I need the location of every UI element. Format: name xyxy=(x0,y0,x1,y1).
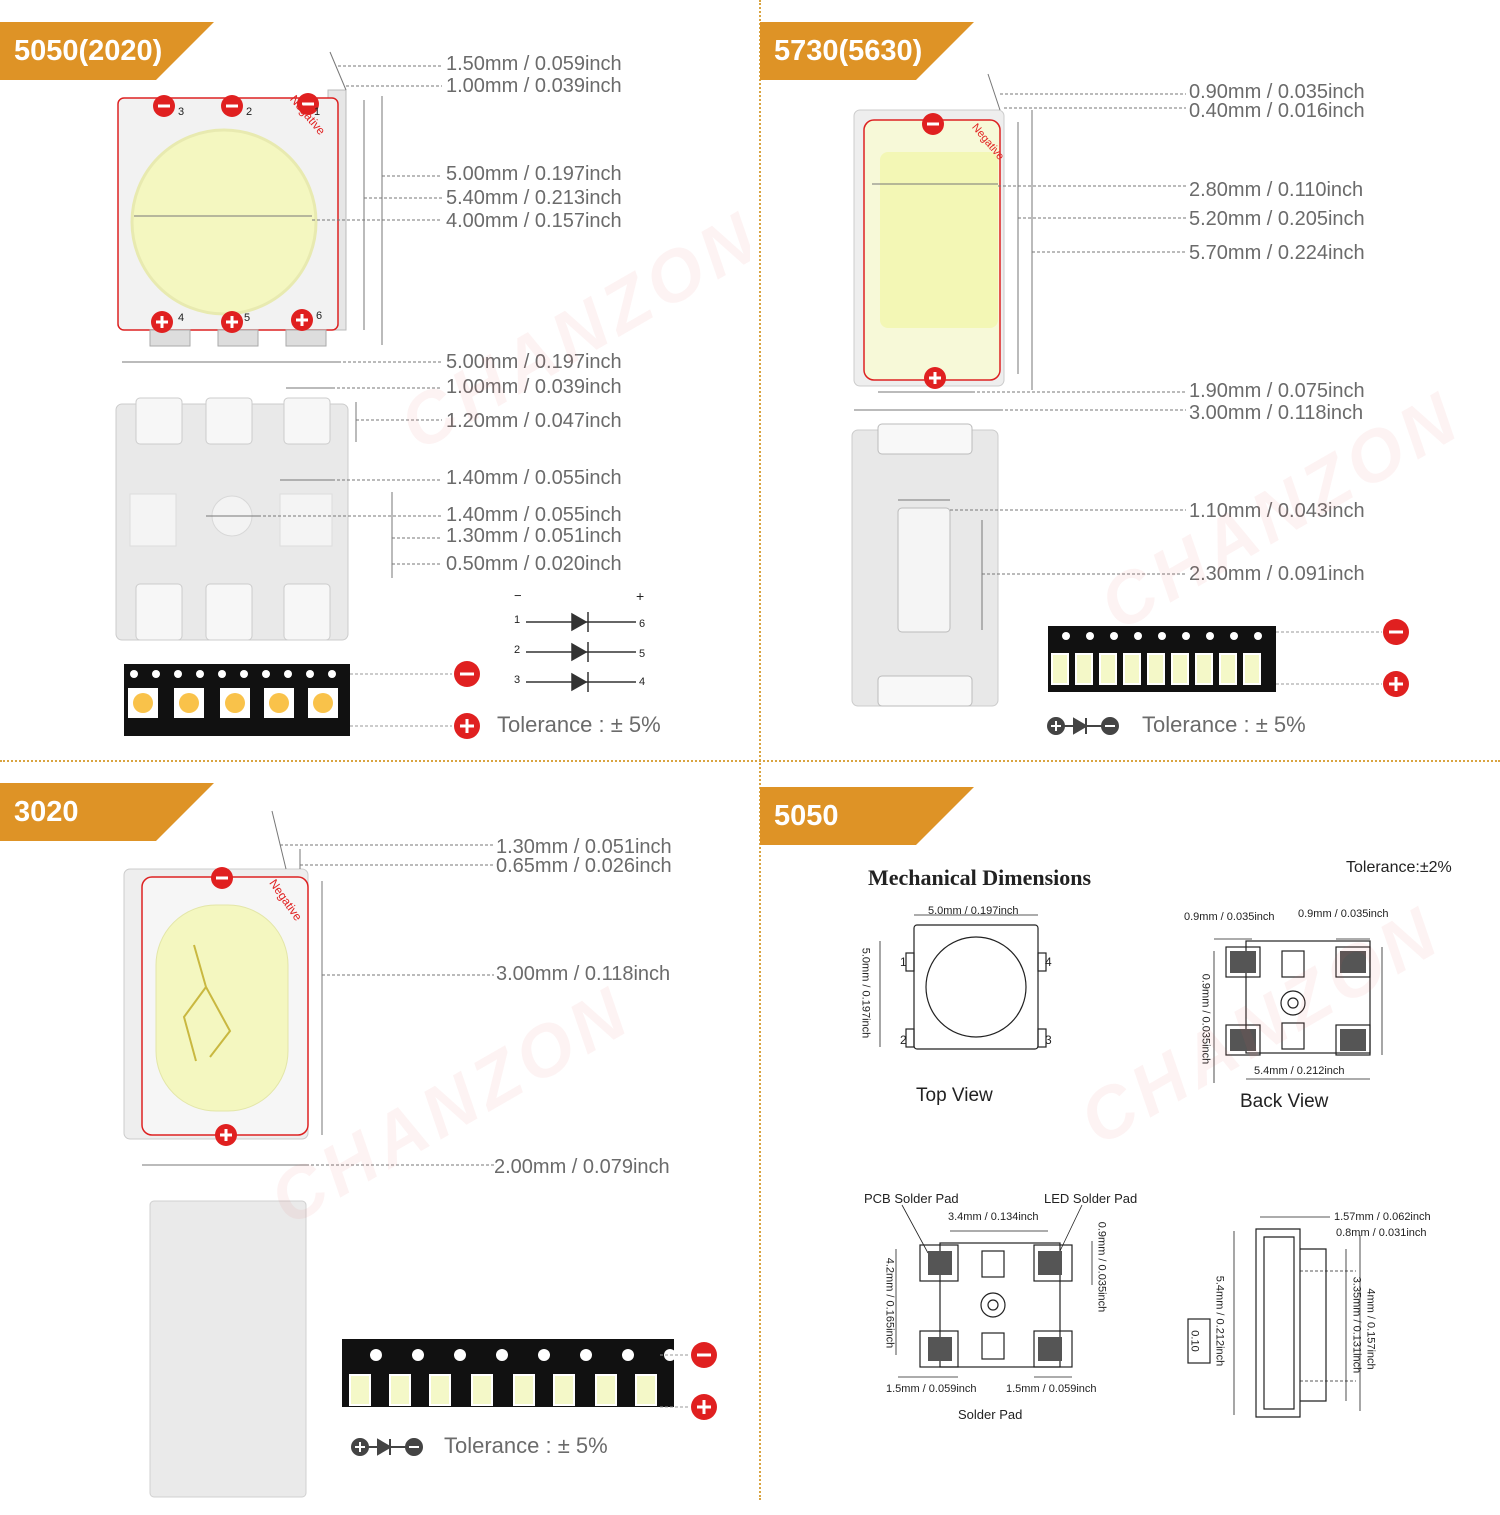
tolerance-label: Tolerance : ± 5% xyxy=(1142,712,1306,737)
panel-3020: 3020 Negative 1.30mm / 0.051 xyxy=(0,765,750,1515)
side-d4: 4mm / 0.157inch xyxy=(1364,1288,1377,1370)
pin-number: 2 xyxy=(246,106,253,118)
schematic-pin: 5 xyxy=(639,648,646,660)
pin-number: 6 xyxy=(316,310,323,322)
led-5730-drawing xyxy=(851,73,1409,735)
schematic-minus: − xyxy=(514,588,522,603)
tolerance-label: Tolerance:±2% xyxy=(1346,859,1452,876)
dimension-label: 0.50mm / 0.020inch xyxy=(446,553,622,575)
dimension-label: 3.00mm / 0.118inch xyxy=(1189,402,1364,424)
top-view-width: 5.0mm / 0.197inch xyxy=(928,905,1019,917)
pin-number: 2 xyxy=(900,1033,907,1047)
dimension-label: 5.00mm / 0.197inch xyxy=(446,163,622,185)
panel-5050: 5050 Mechanical Dimensions Tolerance:±2% xyxy=(760,765,1500,1515)
dimension-label: 0.90mm / 0.035inch xyxy=(1189,81,1365,103)
dimension-label: 1.50mm / 0.059inch xyxy=(446,53,622,75)
back-pad-left: 0.9mm / 0.035inch xyxy=(1184,911,1275,923)
dimension-label: 3.00mm / 0.118inch xyxy=(496,963,671,985)
dimension-label: 1.30mm / 0.051inch xyxy=(446,525,622,547)
dimension-label: 1.00mm / 0.039inch xyxy=(446,75,622,97)
side-d5: 3.35mm / 0.131inch xyxy=(1350,1276,1363,1374)
dimension-label: 1.40mm / 0.055inch xyxy=(446,504,622,526)
side-d6: 0.10 xyxy=(1188,1330,1201,1352)
pin-number: 4 xyxy=(1045,955,1052,969)
led-solder-pad-label: LED Solder Pad xyxy=(1044,1191,1138,1206)
dimension-label: 1.40mm / 0.055inch xyxy=(446,467,622,489)
pin-number: 4 xyxy=(178,312,185,324)
dimension-label: 1.90mm / 0.075inch xyxy=(1189,380,1365,402)
dimension-label: 0.65mm / 0.026inch xyxy=(496,855,672,877)
dimension-label: 2.80mm / 0.110inch xyxy=(1189,179,1364,201)
solder-pad-pad-h: 0.9mm / 0.035inch xyxy=(1095,1221,1108,1313)
schematic-pin: 2 xyxy=(514,644,521,656)
led-5050-2020-drawing xyxy=(115,51,636,739)
pin-number: 1 xyxy=(900,955,907,969)
pin-number: 5 xyxy=(244,312,251,324)
pin-number: 3 xyxy=(178,106,185,118)
top-view-caption: Top View xyxy=(916,1085,993,1106)
schematic-pin: 4 xyxy=(639,676,646,688)
dimension-label: 2.00mm / 0.079inch xyxy=(494,1156,670,1178)
pin-number: 3 xyxy=(1045,1033,1052,1047)
mechanical-drawings xyxy=(879,914,1383,1418)
tolerance-label: Tolerance : ± 5% xyxy=(444,1433,608,1458)
vertical-divider xyxy=(759,0,761,1500)
dimension-label: 1.20mm / 0.047inch xyxy=(446,410,622,432)
side-d3: 5.4mm / 0.212inch xyxy=(1213,1275,1226,1367)
back-bottom: 5.4mm / 0.212inch xyxy=(1254,1065,1345,1077)
solder-pad-height: 4.2mm / 0.165inch xyxy=(883,1257,896,1349)
pcb-solder-pad-label: PCB Solder Pad xyxy=(864,1191,959,1206)
solder-pad-caption: Solder Pad xyxy=(958,1407,1023,1422)
dimension-label: 5.20mm / 0.205inch xyxy=(1189,208,1365,230)
side-d1: 1.57mm / 0.062inch xyxy=(1334,1211,1431,1223)
dimension-label: 5.00mm / 0.197inch xyxy=(446,351,622,373)
back-view-caption: Back View xyxy=(1240,1091,1329,1112)
pin-number: 1 xyxy=(314,106,321,118)
schematic-plus: + xyxy=(636,588,645,604)
schematic-pin: 1 xyxy=(514,614,521,626)
back-pad-right: 0.9mm / 0.035inch xyxy=(1298,908,1389,920)
panel-5050-2020: 5050(2020) xyxy=(0,0,750,750)
solder-pad-spacing: 3.4mm / 0.134inch xyxy=(948,1211,1039,1223)
mechanical-dimensions-heading: Mechanical Dimensions xyxy=(868,865,1092,890)
dimension-label: 1.10mm / 0.043inch xyxy=(1189,500,1365,522)
dimension-label: 5.70mm / 0.224inch xyxy=(1189,242,1365,264)
dimension-label: 1.00mm / 0.039inch xyxy=(446,376,622,398)
panel-5730-5630: 5730(5630) xyxy=(760,0,1500,750)
dimension-label: 5.40mm / 0.213inch xyxy=(446,187,622,209)
schematic-pin: 6 xyxy=(639,618,646,630)
dimension-label: 2.30mm / 0.091inch xyxy=(1189,563,1365,585)
panel-title: 5730(5630) xyxy=(760,22,974,80)
solder-pad-width-left: 1.5mm / 0.059inch xyxy=(886,1383,977,1395)
schematic-pin: 3 xyxy=(514,674,521,686)
dimension-label: 1.30mm / 0.051inch xyxy=(496,836,672,858)
tolerance-label: Tolerance : ± 5% xyxy=(497,712,661,737)
dimension-label: 0.40mm / 0.016inch xyxy=(1189,100,1365,122)
top-view-height: 5.0mm / 0.197inch xyxy=(859,947,872,1039)
side-d2: 0.8mm / 0.031inch xyxy=(1336,1227,1427,1239)
horizontal-divider xyxy=(0,760,1500,762)
led-3020-drawing xyxy=(123,810,717,1498)
dimension-label: 4.00mm / 0.157inch xyxy=(446,210,622,232)
solder-pad-width-right: 1.5mm / 0.059inch xyxy=(1006,1383,1097,1395)
